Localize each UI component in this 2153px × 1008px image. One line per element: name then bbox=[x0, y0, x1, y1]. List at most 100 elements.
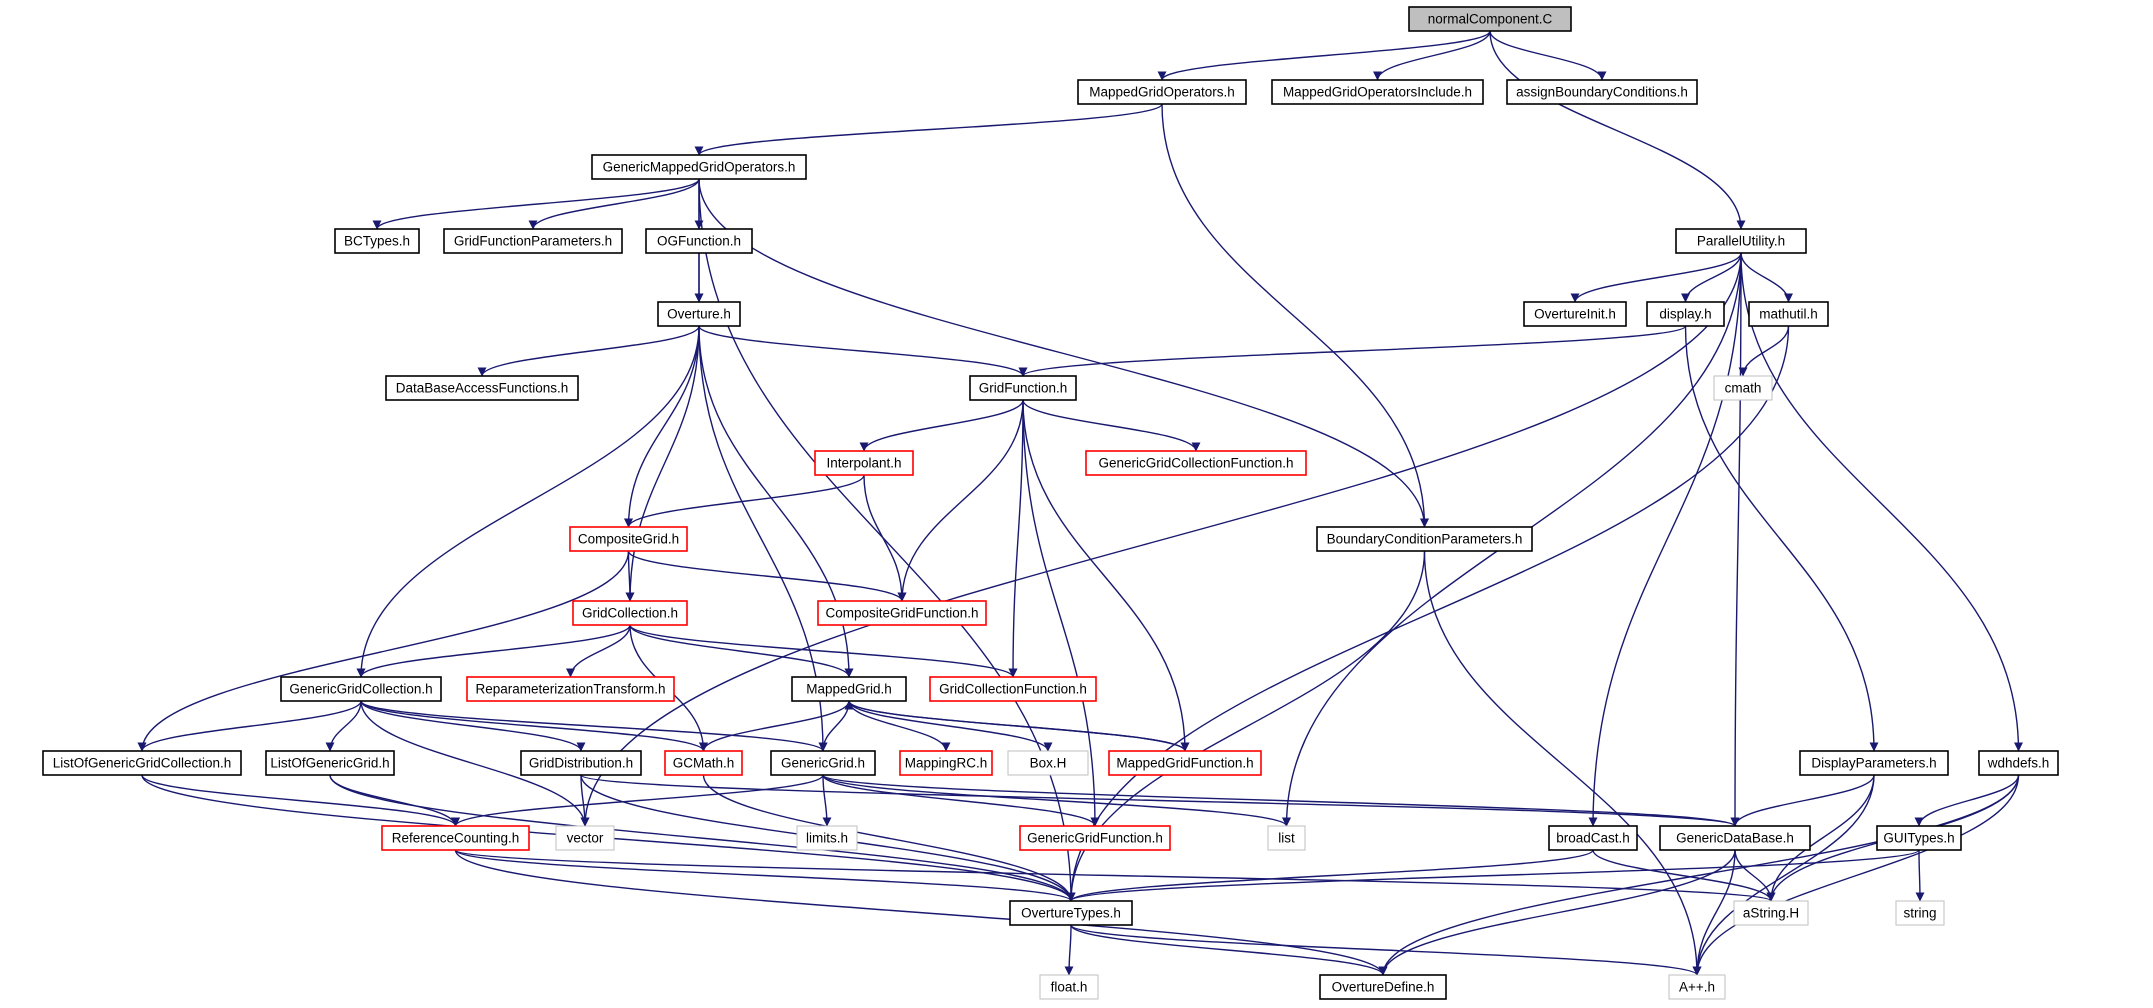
file-node-broadCast[interactable]: broadCast.h bbox=[1548, 825, 1638, 851]
file-node-CompositeGrid[interactable]: CompositeGrid.h bbox=[569, 526, 688, 552]
edge-wdhdefs-to-OvertureDefine bbox=[1378, 774, 2020, 976]
edge-OvertureTypes-to-floath bbox=[1064, 924, 1074, 976]
node-label: GenericGrid.h bbox=[781, 756, 865, 771]
node-box bbox=[1799, 750, 1949, 776]
edge-ListOfGenericGrid-to-OvertureTypes bbox=[329, 774, 1076, 902]
file-node-GenericGrid[interactable]: GenericGrid.h bbox=[770, 750, 876, 776]
edge-GridFunction-to-GenericGridFunction bbox=[1022, 399, 1100, 827]
file-node-GCMath[interactable]: GCMath.h bbox=[664, 750, 743, 776]
edge-wdhdefs-to-GUITypes bbox=[1914, 774, 2020, 827]
file-node-Interpolant[interactable]: Interpolant.h bbox=[814, 450, 914, 476]
file-node-MappedGridFunction[interactable]: MappedGridFunction.h bbox=[1108, 750, 1262, 776]
edge-GenericGrid-to-GenericGridFunction bbox=[822, 774, 1100, 827]
node-label: BoundaryConditionParameters.h bbox=[1327, 532, 1523, 547]
edge-ReferenceCounting-to-aString bbox=[454, 849, 1776, 902]
file-node-MappedGridOperators[interactable]: MappedGridOperators.h bbox=[1077, 79, 1247, 105]
file-node-GenericGridCollectionFunction[interactable]: GenericGridCollectionFunction.h bbox=[1085, 450, 1307, 476]
edge-Overture-to-GridFunction bbox=[698, 325, 1028, 377]
edge-OvertureTypes-to-App bbox=[1070, 924, 1702, 976]
node-label: GenericDataBase.h bbox=[1676, 831, 1794, 846]
node-box bbox=[1077, 79, 1247, 105]
edge-normalComponent-to-MappedGridOperators bbox=[1157, 30, 1491, 81]
file-node-GridFunctionParameters[interactable]: GridFunctionParameters.h bbox=[443, 228, 623, 254]
node-label: list bbox=[1278, 831, 1295, 846]
node-label: cmath bbox=[1725, 381, 1762, 396]
file-node-GenericGridCollection[interactable]: GenericGridCollection.h bbox=[280, 676, 442, 702]
file-node-wdhdefs[interactable]: wdhdefs.h bbox=[1978, 750, 2059, 776]
edge-ParallelUtility-to-GenericDataBase bbox=[1730, 252, 1742, 827]
file-node-OvertureInit[interactable]: OvertureInit.h bbox=[1523, 301, 1627, 327]
edge-MappedGrid-to-GenericGrid bbox=[818, 700, 850, 752]
file-node-ReferenceCounting[interactable]: ReferenceCounting.h bbox=[381, 825, 530, 851]
file-node-CompositeGridFunction[interactable]: CompositeGridFunction.h bbox=[817, 600, 987, 626]
file-node-MappedGrid[interactable]: MappedGrid.h bbox=[791, 676, 907, 702]
node-label: aString.H bbox=[1743, 906, 1799, 921]
file-node-Overture[interactable]: Overture.h bbox=[657, 301, 741, 327]
file-node-GUITypes[interactable]: GUITypes.h bbox=[1876, 825, 1962, 851]
file-node-OGFunction[interactable]: OGFunction.h bbox=[645, 228, 753, 254]
file-node-GridDistribution[interactable]: GridDistribution.h bbox=[520, 750, 642, 776]
node-label: CompositeGrid.h bbox=[578, 532, 679, 547]
node-box bbox=[929, 676, 1097, 702]
node-label: MappedGridOperators.h bbox=[1089, 85, 1235, 100]
file-node-ReparameterizationTransform[interactable]: ReparameterizationTransform.h bbox=[466, 676, 675, 702]
node-label: MappingRC.h bbox=[905, 756, 988, 771]
node-box bbox=[1733, 900, 1809, 926]
file-node-GenericGridFunction[interactable]: GenericGridFunction.h bbox=[1019, 825, 1171, 851]
file-node-normalComponent[interactable]: normalComponent.C bbox=[1408, 6, 1572, 32]
edge-MappedGridOperators-to-GenericMappedGridOperators bbox=[694, 103, 1163, 156]
file-node-assignBoundaryConditions[interactable]: assignBoundaryConditions.h bbox=[1506, 79, 1698, 105]
edge-display-to-GridFunction bbox=[1018, 325, 1687, 377]
file-node-ListOfGenericGridCollection[interactable]: ListOfGenericGridCollection.h bbox=[42, 750, 242, 776]
node-box bbox=[817, 600, 987, 626]
node-label: ListOfGenericGridCollection.h bbox=[53, 756, 232, 771]
file-node-BoxH: Box.H bbox=[1007, 750, 1089, 776]
file-node-ListOfGenericGrid[interactable]: ListOfGenericGrid.h bbox=[265, 750, 395, 776]
file-node-MappingRC[interactable]: MappingRC.h bbox=[899, 750, 993, 776]
edge-GenericGridCollection-to-GCMath bbox=[360, 700, 708, 752]
node-label: assignBoundaryConditions.h bbox=[1516, 85, 1688, 100]
file-node-GridCollectionFunction[interactable]: GridCollectionFunction.h bbox=[929, 676, 1097, 702]
edge-GridFunction-to-MappedGridFunction bbox=[1022, 399, 1190, 752]
node-box bbox=[1271, 79, 1484, 105]
file-node-DataBaseAccessFunctions[interactable]: DataBaseAccessFunctions.h bbox=[385, 375, 579, 401]
file-node-OvertureTypes[interactable]: OvertureTypes.h bbox=[1009, 900, 1133, 926]
edge-Interpolant-to-CompositeGridFunction bbox=[863, 474, 907, 602]
edge-GenericGrid-to-ReferenceCounting bbox=[451, 774, 824, 827]
file-node-BoundaryConditionParameters[interactable]: BoundaryConditionParameters.h bbox=[1316, 526, 1533, 552]
edge-BoundaryConditionParameters-to-App bbox=[1423, 550, 1702, 976]
node-label: GridFunction.h bbox=[979, 381, 1068, 396]
edge-ParallelUtility-to-wdhdefs bbox=[1740, 252, 2023, 752]
file-node-ParallelUtility[interactable]: ParallelUtility.h bbox=[1675, 228, 1807, 254]
node-box bbox=[334, 228, 420, 254]
file-node-GridFunction[interactable]: GridFunction.h bbox=[969, 375, 1077, 401]
node-label: GenericGridCollectionFunction.h bbox=[1098, 456, 1293, 471]
file-node-mathutil[interactable]: mathutil.h bbox=[1748, 301, 1829, 327]
node-label: OvertureTypes.h bbox=[1021, 906, 1121, 921]
file-node-OvertureDefine[interactable]: OvertureDefine.h bbox=[1319, 974, 1447, 1000]
edge-GridFunction-to-CompositeGridFunction bbox=[897, 399, 1024, 602]
file-node-list: list bbox=[1267, 825, 1306, 851]
file-node-cmath: cmath bbox=[1713, 375, 1773, 401]
edge-GridFunction-to-GridCollectionFunction bbox=[1008, 399, 1024, 678]
node-label: GenericMappedGridOperators.h bbox=[603, 160, 796, 175]
edge-OvertureTypes-to-OvertureDefine bbox=[1070, 924, 1388, 976]
node-box bbox=[1659, 825, 1811, 851]
file-node-display[interactable]: display.h bbox=[1646, 301, 1725, 327]
edge-MappedGrid-to-BoxH bbox=[848, 700, 1053, 752]
node-box bbox=[1978, 750, 2059, 776]
edge-GenericGrid-to-list bbox=[822, 774, 1291, 827]
file-node-MappedGridOperatorsInclude[interactable]: MappedGridOperatorsInclude.h bbox=[1271, 79, 1484, 105]
node-label: OvertureDefine.h bbox=[1332, 980, 1435, 995]
file-node-aString: aString.H bbox=[1733, 900, 1809, 926]
node-label: A++.h bbox=[1679, 980, 1715, 995]
node-box bbox=[1085, 450, 1307, 476]
node-label: ParallelUtility.h bbox=[1697, 234, 1785, 249]
file-node-GenericDataBase[interactable]: GenericDataBase.h bbox=[1659, 825, 1811, 851]
node-label: limits.h bbox=[806, 831, 848, 846]
file-node-GenericMappedGridOperators[interactable]: GenericMappedGridOperators.h bbox=[591, 154, 807, 180]
file-node-GridCollection[interactable]: GridCollection.h bbox=[572, 600, 688, 626]
file-node-BCTypes[interactable]: BCTypes.h bbox=[334, 228, 420, 254]
file-node-DisplayParameters[interactable]: DisplayParameters.h bbox=[1799, 750, 1949, 776]
